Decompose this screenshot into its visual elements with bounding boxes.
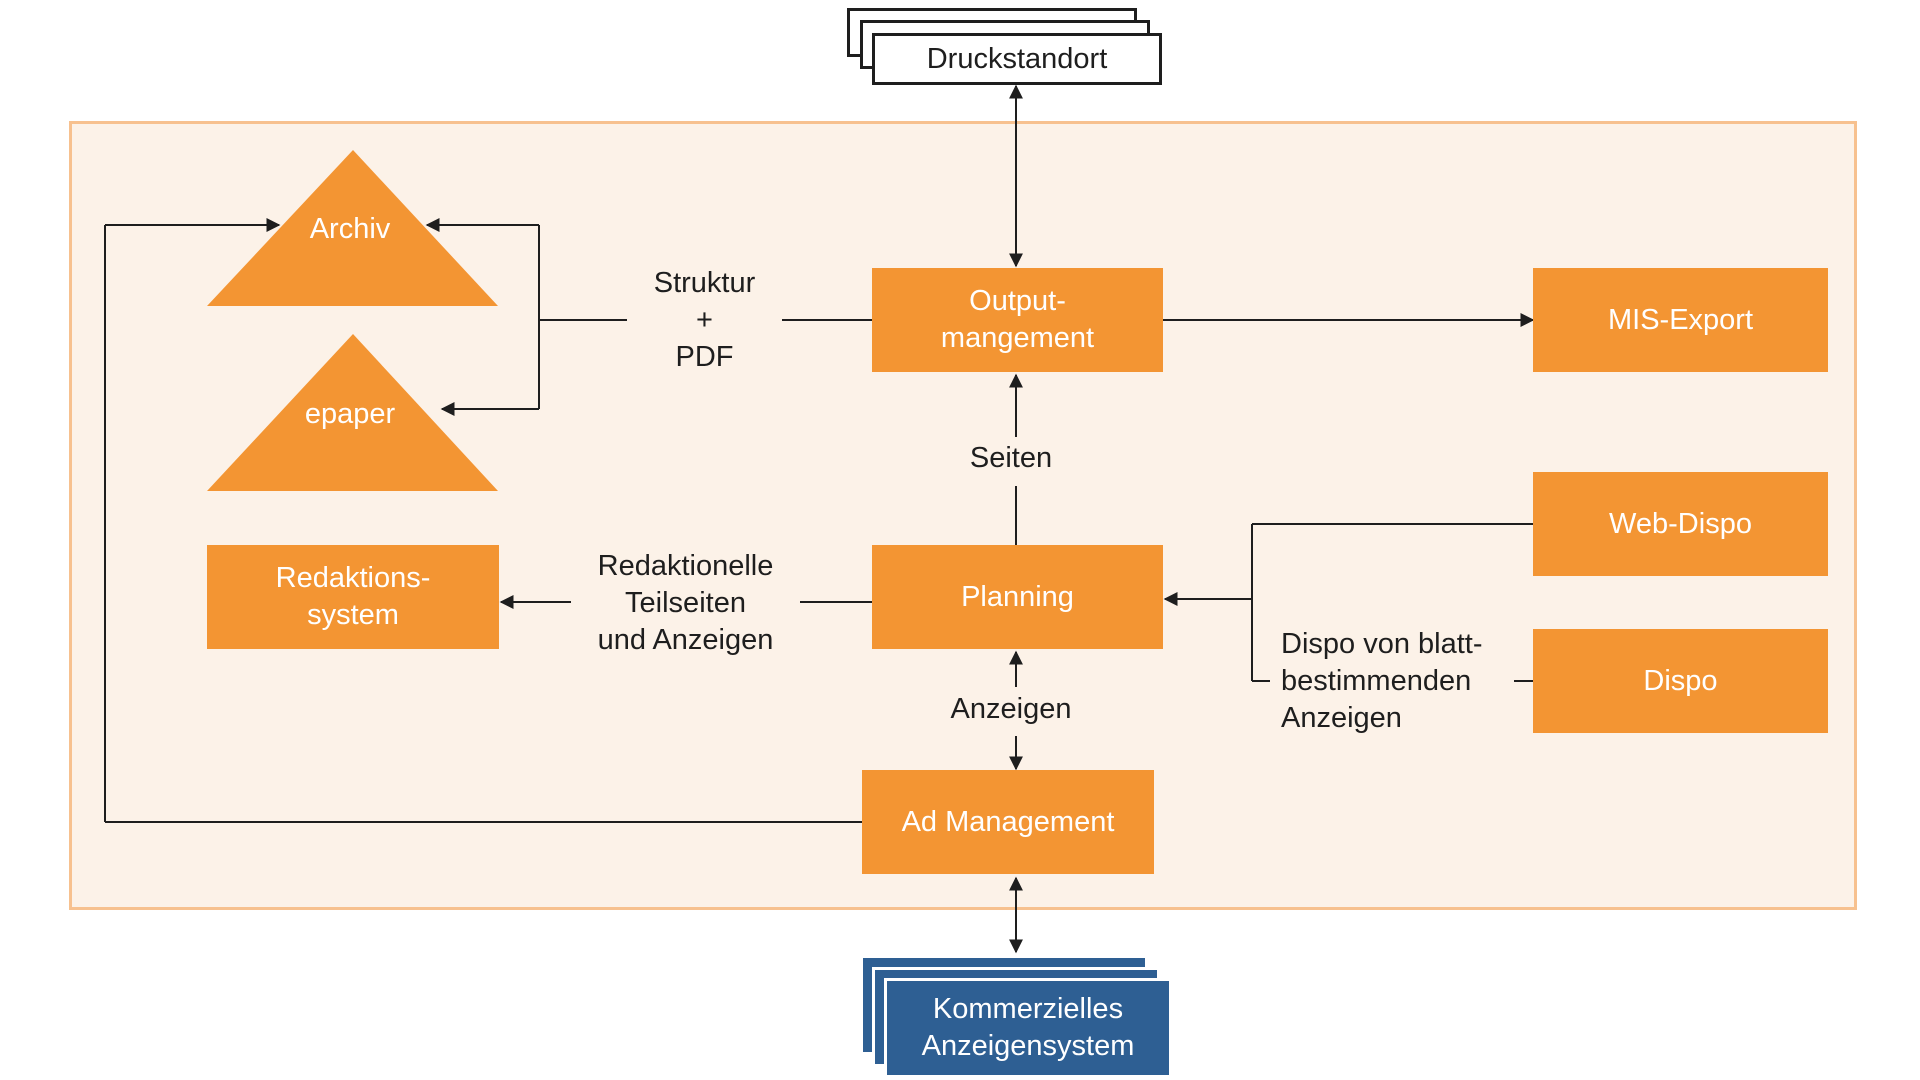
print-site-label: Druckstandort [926,42,1108,75]
epaper-label: epaper [304,398,396,430]
dispo-ads-label: Dispo von blatt- bestimmenden Anzeigen [1281,628,1483,734]
web-dispo-box: Web-Dispo [1533,472,1828,576]
planning-box: Planning [872,545,1163,649]
archive-triangle [207,150,498,306]
mis-export-box: MIS-Export [1533,268,1828,372]
commercial-system-box [884,978,1172,1078]
editorial-system-box: Redaktions- system [207,545,499,649]
commercial-system-label: Kommerzielles Anzeigensystem [921,993,1135,1062]
dispo-box: Dispo [1533,629,1828,733]
editorial-pages-label: Redaktionelle Teilseiten und Anzeigen [597,550,774,656]
print-site-box [872,33,1162,85]
ad-management-box: Ad Management [862,770,1154,874]
epaper-triangle [207,334,498,491]
output-management-box: Output- mangement [872,268,1163,372]
pages-label: Seiten [969,442,1053,474]
structure-pdf-label: Struktur + PDF [653,267,756,373]
archive-label: Archiv [309,213,391,245]
ads-label: Anzeigen [950,693,1072,725]
